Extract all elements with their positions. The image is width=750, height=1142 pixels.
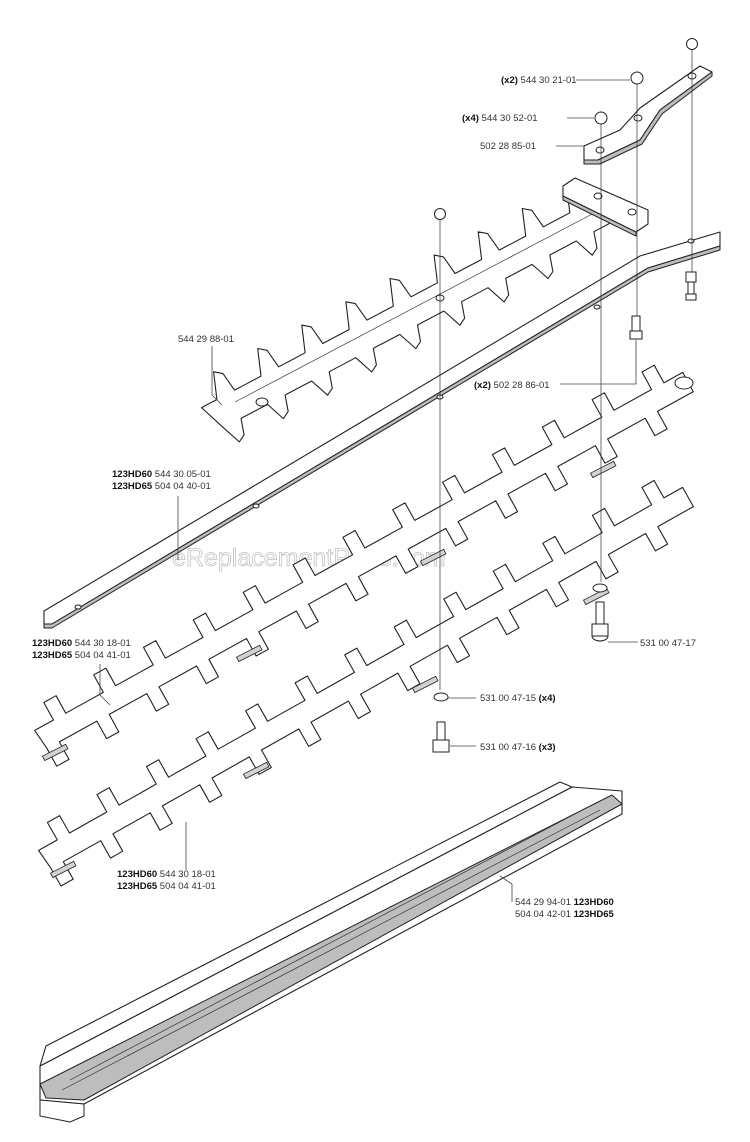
top-arm-part <box>583 65 713 165</box>
callout-502-28-86-01: (x2) 502 28 86-01 <box>474 380 550 391</box>
callout-lower-123hd65: 123HD65 504 04 41-01 <box>117 881 216 892</box>
callout-upper-123hd65: 123HD65 504 04 41-01 <box>32 650 131 661</box>
callout-bar-123hd60: 123HD60 544 30 05-01 <box>112 469 211 480</box>
bracket-part <box>562 177 649 237</box>
lower-blade-part <box>38 479 694 887</box>
washer-x4-top <box>594 111 608 125</box>
nut-guard <box>434 208 446 220</box>
callout-544-30-52-01: (x4) 544 30 52-01 <box>462 113 538 124</box>
callout-544-29-88-01: 544 29 88-01 <box>178 334 234 345</box>
washer-right <box>592 583 608 593</box>
callout-544-30-21-01: (x2) 544 30 21-01 <box>501 75 577 86</box>
screw-right <box>591 601 609 642</box>
callout-531-00-47-15: 531 00 47-15 (x4) <box>480 693 556 704</box>
callout-502-28-85-01: 502 28 85-01 <box>480 141 536 152</box>
spacer-bolt <box>629 315 643 340</box>
leader-lines <box>99 79 638 902</box>
callouts: (x2) 544 30 21-01 (x4) 544 30 52-01 502 … <box>32 75 696 920</box>
assembly-axes <box>439 50 693 690</box>
blade-guard-part <box>39 781 623 1123</box>
screw-lower <box>432 721 450 753</box>
upper-blade-part <box>34 364 694 767</box>
bolt-right <box>685 271 697 301</box>
hardware <box>432 38 698 753</box>
washer-lower <box>433 692 449 702</box>
callout-upper-123hd60: 123HD60 544 30 18-01 <box>32 638 131 649</box>
callout-guard-123hd65: 504 04 42-01 123HD65 <box>515 909 614 920</box>
callout-lower-123hd60: 123HD60 544 30 18-01 <box>117 869 216 880</box>
callout-531-00-47-17: 531 00 47-17 <box>640 638 696 649</box>
nut-top <box>686 38 698 50</box>
callout-guard-123hd60: 544 29 94-01 123HD60 <box>515 897 614 908</box>
callout-bar-123hd65: 123HD65 504 04 40-01 <box>112 481 211 492</box>
callout-531-00-47-16: 531 00 47-16 (x3) <box>480 742 556 753</box>
bar-part <box>43 231 721 629</box>
nut-x2 <box>630 71 644 85</box>
